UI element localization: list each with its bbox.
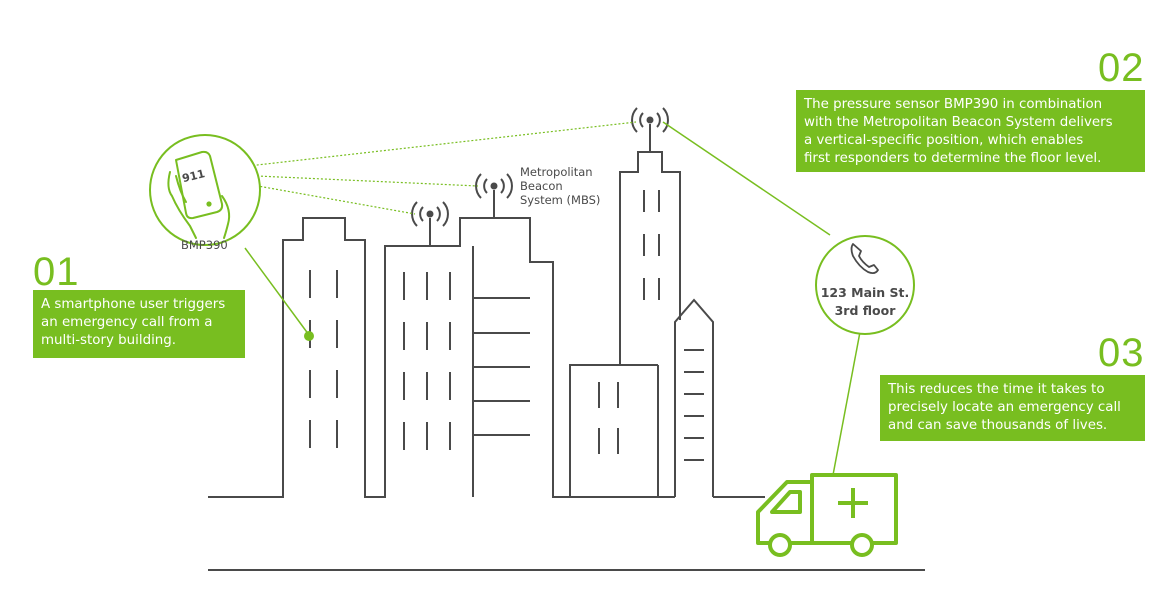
ambulance-icon xyxy=(756,473,898,557)
tower xyxy=(569,151,681,498)
step-03-box: This reduces the time it takes to precis… xyxy=(880,375,1145,441)
step-01-number: 01 xyxy=(33,250,80,294)
step-02-line: The pressure sensor BMP390 in combinatio… xyxy=(804,97,1103,112)
building-1 xyxy=(309,270,338,448)
step-01-box: A smartphone user triggers an emergency … xyxy=(33,290,245,358)
mbs-label: Metropolitan Beacon System (MBS) xyxy=(520,165,600,207)
step-02-line: a vertical-specific position, which enab… xyxy=(804,133,1084,148)
building-2 xyxy=(403,246,530,497)
step-01-line: multi-story building. xyxy=(41,333,177,348)
caller-location-dot xyxy=(304,331,314,341)
narrow-tower xyxy=(674,298,765,498)
address-line: 123 Main St. xyxy=(821,285,910,300)
antenna-left xyxy=(411,201,449,246)
step-03-line: precisely locate an emergency call xyxy=(888,400,1121,415)
location-badge: 123 Main St. 3rd floor xyxy=(815,235,915,335)
antenna-middle xyxy=(475,173,513,218)
step-03-line: This reduces the time it takes to xyxy=(888,382,1105,397)
step-01-line: an emergency call from a xyxy=(41,315,213,330)
floor-line: 3rd floor xyxy=(835,303,897,318)
step-02-line: first responders to determine the floor … xyxy=(804,151,1102,166)
phone-screen-911: 911 xyxy=(181,167,206,185)
connector-lines xyxy=(244,121,861,476)
hand-phone-icon xyxy=(167,150,231,239)
step-03-number: 03 xyxy=(1098,331,1145,375)
ground xyxy=(208,217,925,571)
step-02-line: with the Metropolitan Beacon System deli… xyxy=(804,115,1113,130)
step-02-box: The pressure sensor BMP390 in combinatio… xyxy=(796,90,1145,172)
antenna-right xyxy=(631,107,669,152)
bmp390-label: BMP390 xyxy=(181,238,228,252)
step-02-number: 02 xyxy=(1098,46,1145,90)
step-01-line: A smartphone user triggers xyxy=(41,297,226,312)
phone-badge: 911 BMP390 xyxy=(149,134,261,252)
step-03-line: and can save thousands of lives. xyxy=(888,418,1108,433)
phone-icon xyxy=(850,243,879,275)
